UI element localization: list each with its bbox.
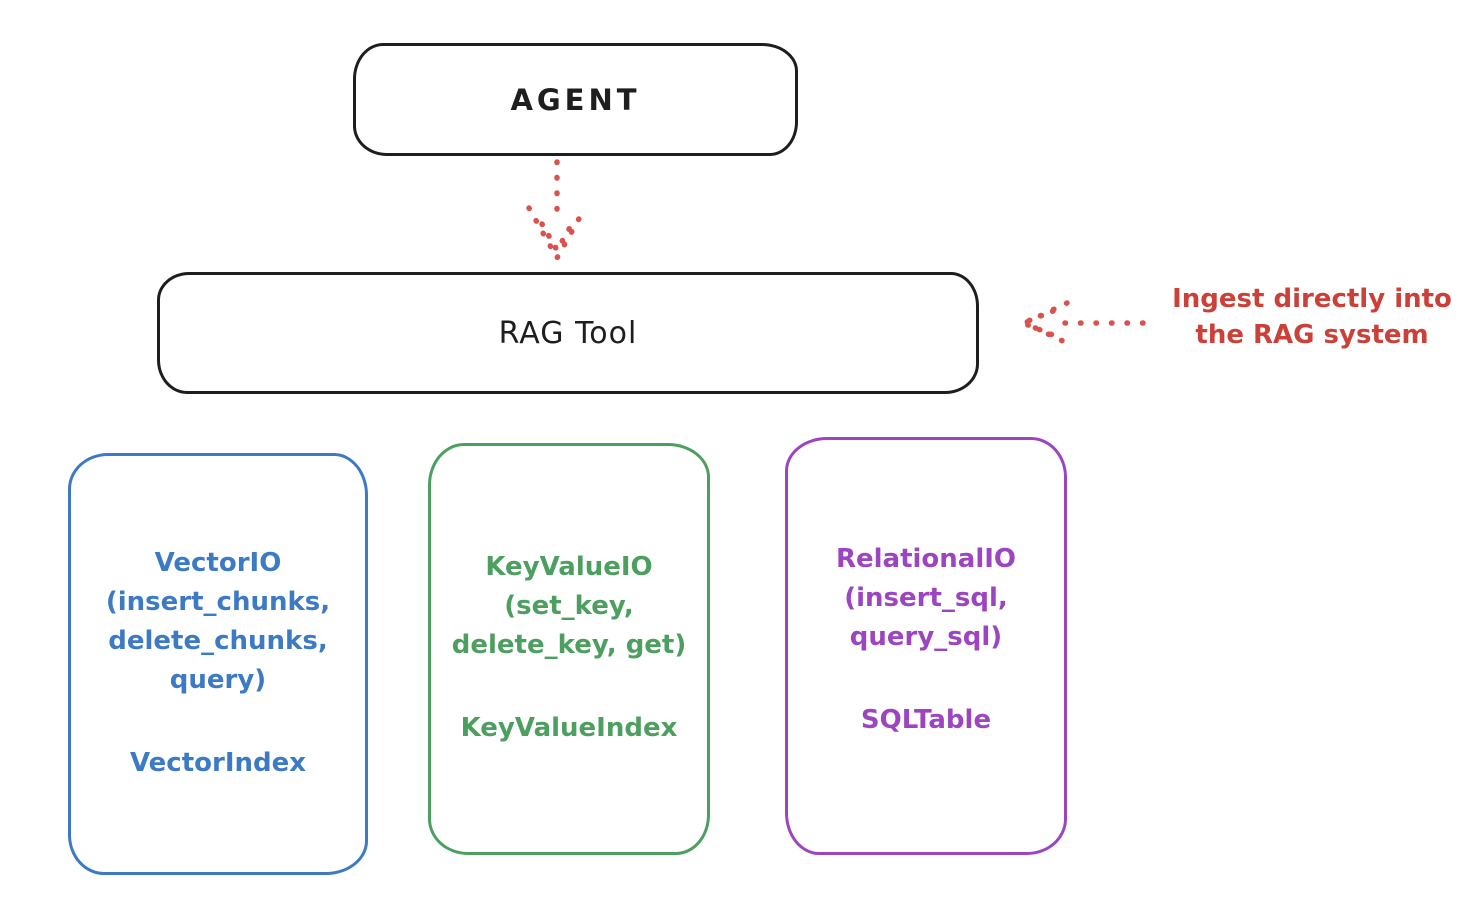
agent-node: AGENT [353, 43, 798, 156]
rag-tool-node: RAG Tool [157, 272, 979, 394]
storage-box-title: KeyValueIO (set_key, delete_key, get) [451, 552, 687, 660]
storage-box-index: VectorIndex [129, 748, 307, 778]
rag-tool-label: RAG Tool [498, 315, 638, 351]
relational-io-node: RelationalIO (insert_sql, query_sql) SQL… [785, 437, 1067, 855]
vector-io-node: VectorIO (insert_chunks, delete_chunks, … [68, 453, 368, 875]
storage-box-index: KeyValueIndex [460, 713, 678, 743]
storage-box-index: SQLTable [860, 705, 992, 735]
storage-box-title: VectorIO (insert_chunks, delete_chunks, … [105, 548, 331, 695]
storage-box-title: RelationalIO (insert_sql, query_sql) [835, 544, 1017, 652]
annotation-text: Ingest directly into the RAG system [1172, 284, 1452, 350]
keyvalue-io-node: KeyValueIO (set_key, delete_key, get) Ke… [428, 443, 710, 855]
down-arrow-icon [526, 159, 588, 264]
left-arrow-icon [1015, 300, 1146, 346]
agent-label: AGENT [510, 82, 641, 117]
